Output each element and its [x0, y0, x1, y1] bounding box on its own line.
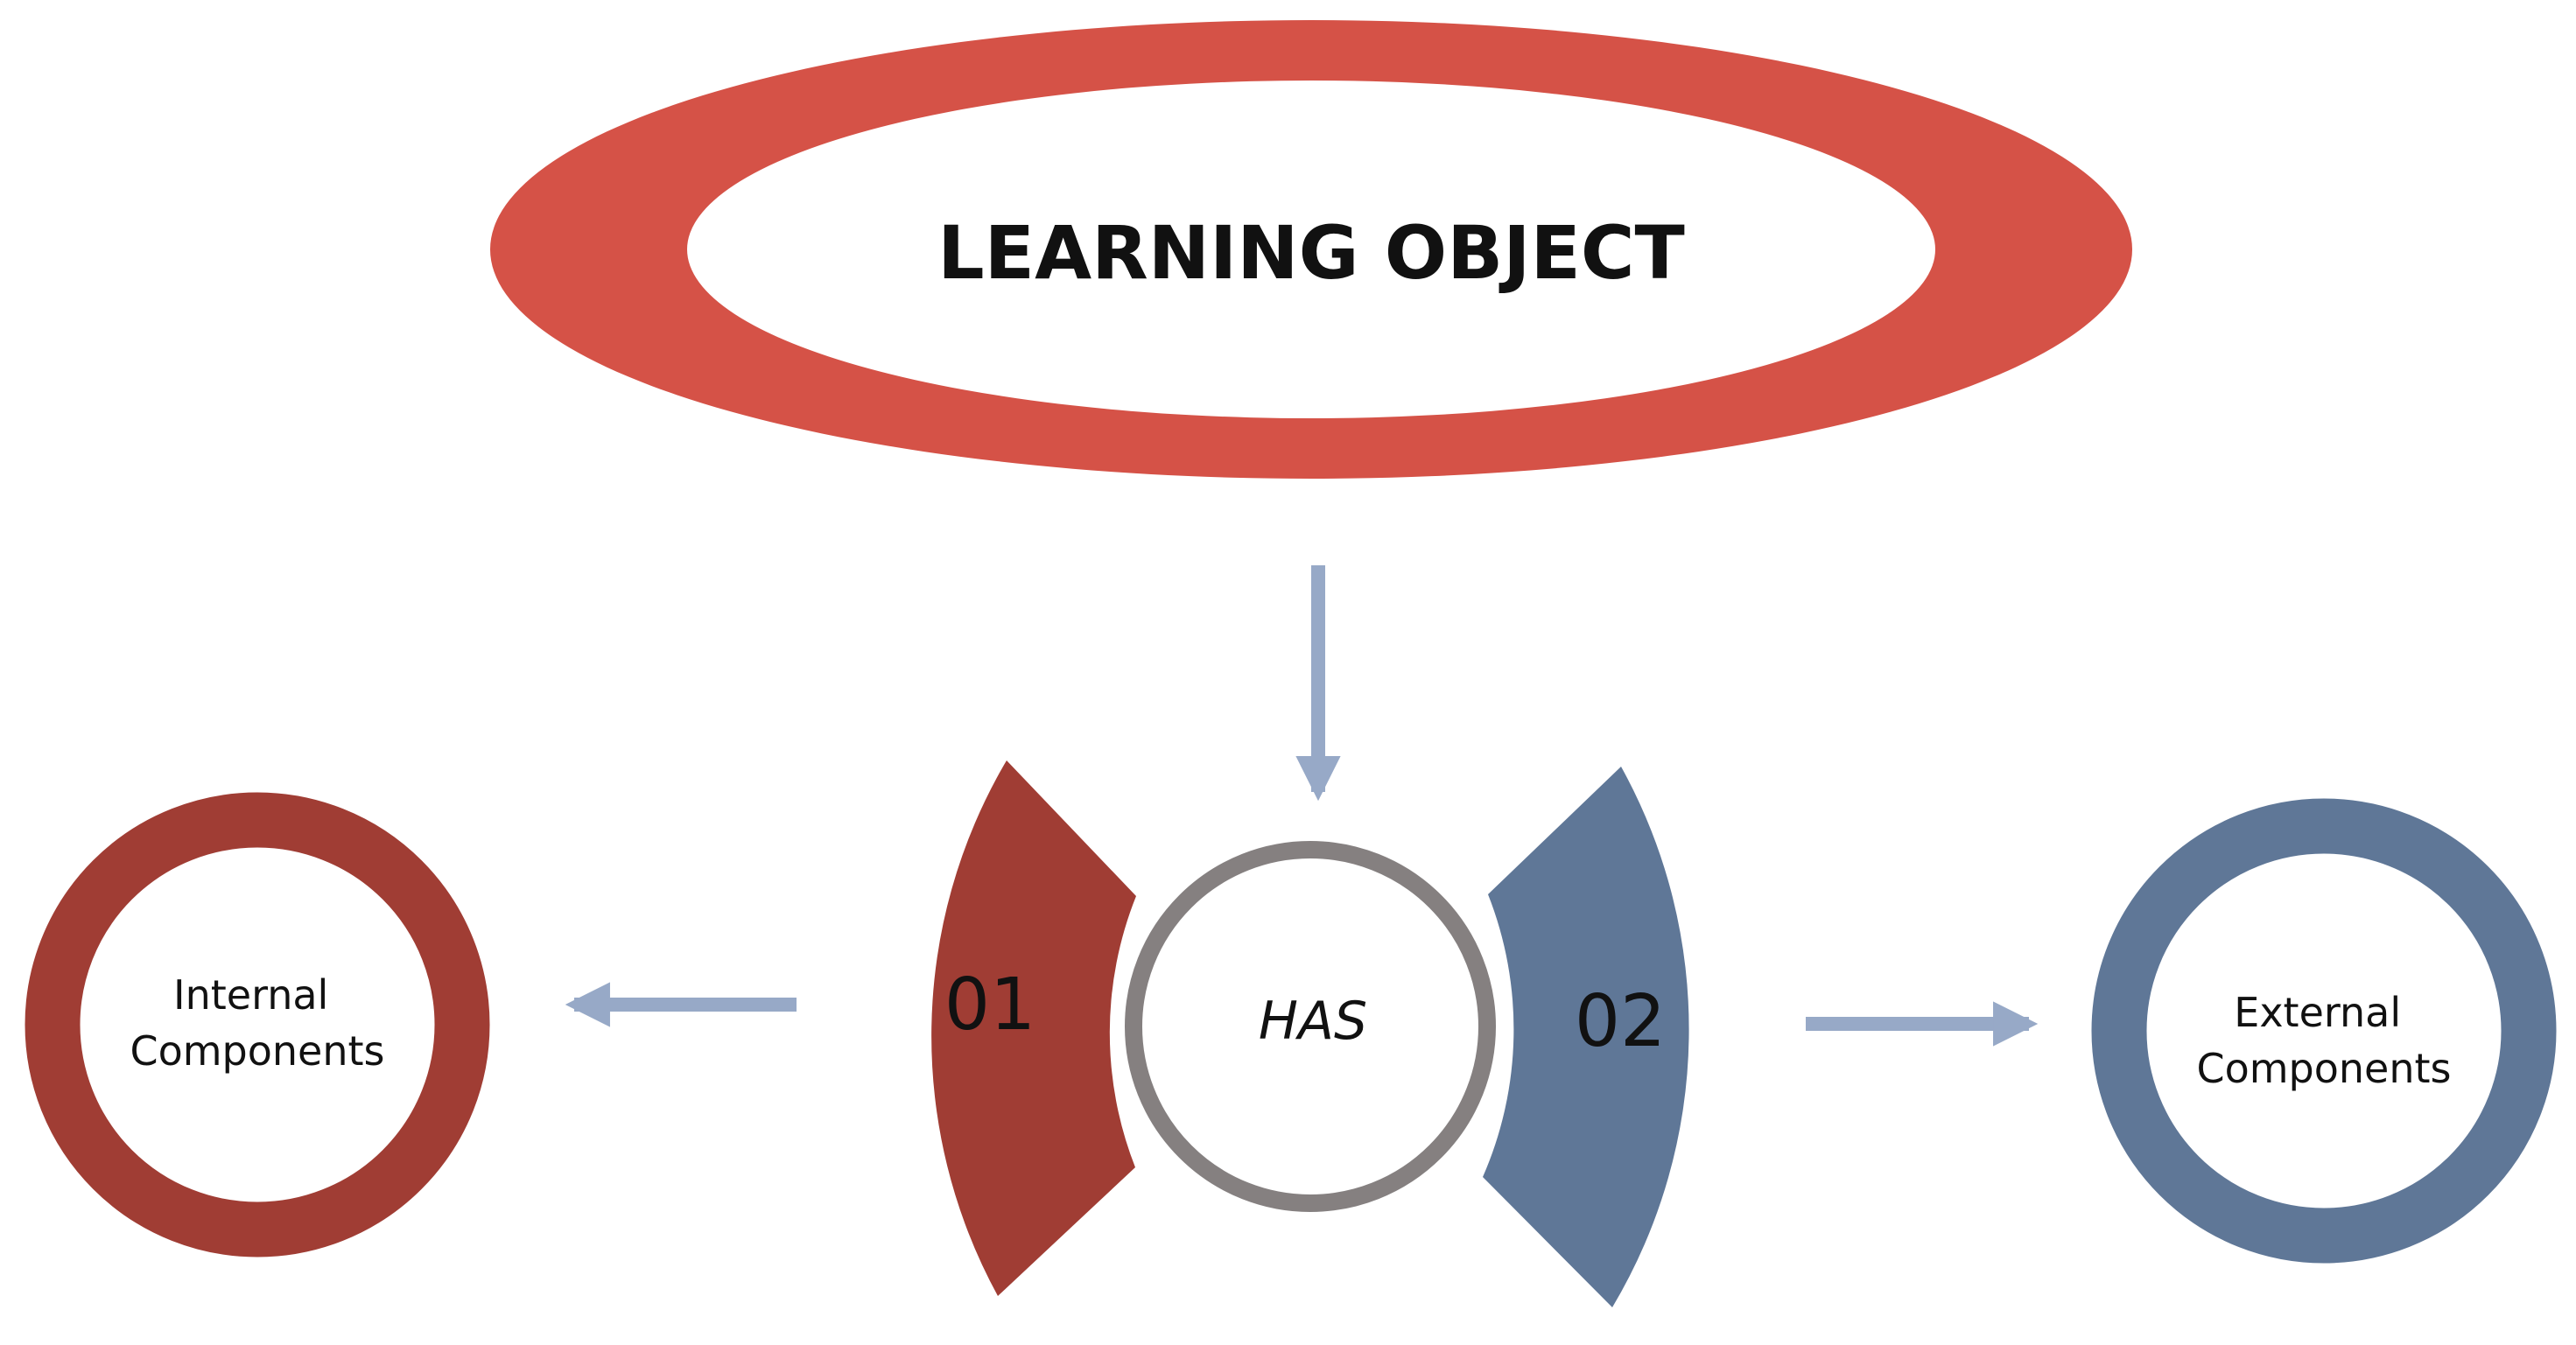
- external-line-1: External: [2234, 989, 2401, 1036]
- external-components-label: External Components: [2196, 989, 2451, 1092]
- segment-01-number: 01: [944, 963, 1035, 1047]
- center-circle: [1125, 841, 1496, 1212]
- title-text: LEARNING OBJECT: [937, 210, 1685, 296]
- external-components-circle: [2091, 798, 2557, 1264]
- internal-components-circle: [25, 792, 490, 1257]
- internal-line-1: Internal: [173, 971, 328, 1019]
- segment-01: [931, 760, 1136, 1296]
- segment-02: [1483, 767, 1689, 1307]
- external-line-2: Components: [2196, 1045, 2451, 1092]
- segment-02-number: 02: [1575, 980, 1666, 1063]
- internal-line-2: Components: [130, 1027, 384, 1075]
- center-label: HAS: [1259, 991, 1367, 1052]
- internal-components-label: Internal Components: [130, 971, 384, 1075]
